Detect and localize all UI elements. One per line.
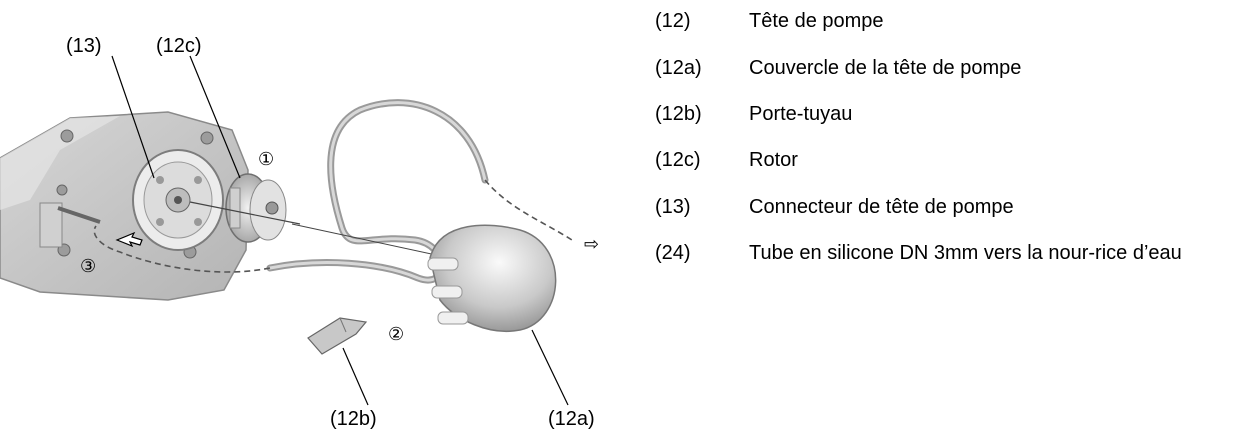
silicone-tube xyxy=(266,99,489,284)
legend-label: Couvercle de la tête de pompe xyxy=(749,57,1022,79)
step-marker-2: ② xyxy=(388,324,404,345)
legend-label: Tête de pompe xyxy=(749,10,884,32)
pump-head-cover xyxy=(427,224,557,332)
callout-12c: (12c) xyxy=(156,35,202,57)
legend-row: (24) Tube en silicone DN 3mm vers la nou… xyxy=(655,240,1204,266)
legend-row: (12) Tête de pompe xyxy=(655,8,1204,34)
step-marker-3: ③ xyxy=(80,256,96,277)
pump-head-connector xyxy=(132,149,224,251)
screw-icon xyxy=(56,184,68,196)
legend-row: (12b) Porte-tuyau xyxy=(655,101,1204,127)
outlet-arrow-icon: ⇨ xyxy=(584,234,599,255)
legend-number: (13) xyxy=(655,196,691,218)
screw-icon xyxy=(200,131,214,145)
legend-number: (12b) xyxy=(655,103,702,125)
legend-label: Connecteur de tête de pompe xyxy=(749,196,1014,218)
step-marker-1: ① xyxy=(258,149,274,170)
legend-row: (13) Connecteur de tête de pompe xyxy=(655,194,1204,220)
nozzle-port xyxy=(39,202,63,248)
insert-arrow-icon xyxy=(115,231,143,248)
legend-label: Porte-tuyau xyxy=(749,103,853,125)
legend-label: Tube en silicone DN 3mm vers la nour-ric… xyxy=(749,242,1182,264)
pump-head-assembly-diagram: ⇨ (13) (12c) (12b) (12a) ① ② ③ xyxy=(0,35,599,430)
callout-13: (13) xyxy=(66,35,102,57)
tube-dashed-route-left xyxy=(93,225,271,273)
legend-label: Rotor xyxy=(749,149,798,171)
hose-holder xyxy=(307,317,368,355)
callout-12b: (12b) xyxy=(330,408,377,430)
legend-number: (12c) xyxy=(655,149,701,171)
legend-number: (12a) xyxy=(655,57,702,79)
tube-dashed-route xyxy=(484,179,576,243)
rotor xyxy=(189,173,301,243)
leader-lines xyxy=(111,55,569,406)
screw-icon xyxy=(60,129,74,143)
legend-row: (12c) Rotor xyxy=(655,147,1204,173)
legend-row: (12a) Couvercle de la tête de pompe xyxy=(655,55,1204,81)
legend-number: (24) xyxy=(655,242,691,264)
callout-12a: (12a) xyxy=(548,408,595,430)
legend-number: (12) xyxy=(655,10,691,32)
assembly-axis-line xyxy=(291,223,451,259)
